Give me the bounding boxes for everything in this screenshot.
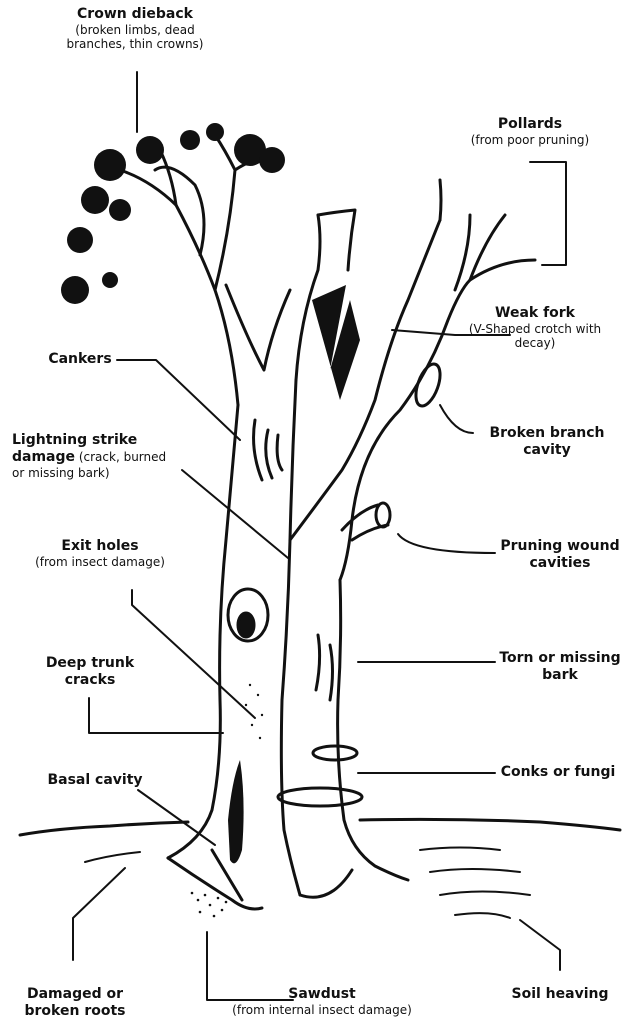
label-soil-heaving: Soil heaving [500,986,620,1003]
sawdust-title: Sawdust [212,986,432,1003]
label-crown-dieback: Crown dieback (broken limbs, dead branch… [30,6,240,52]
label-exit-holes: Exit holes (from insect damage) [20,538,180,569]
cankers-title: Cankers [40,351,120,368]
torn-bark-line1: Torn or missing [490,650,630,667]
damaged-roots-line2: broken roots [10,1003,140,1020]
crown-foliage [61,123,285,304]
exit-holes-sub1: (from insect damage) [20,555,180,569]
lightning-line2-rest: (crack, burned [75,450,166,464]
right-lower-trunk [338,580,408,880]
pollards-title: Pollards [455,116,605,133]
sawdust-dots [191,892,228,918]
basal-cavity-title: Basal cavity [30,772,160,789]
pollards-sub1: (from poor pruning) [455,133,605,147]
leader-lines [73,72,566,1000]
left-branch [176,205,320,405]
label-lightning-strike: Lightning strike damage (crack, burned o… [12,432,202,480]
torn-bark-line2: bark [490,667,630,684]
basal-cavity-dark [228,760,244,863]
broken-branch-line1: Broken branch [472,425,622,442]
lightning-crack [312,285,360,400]
soil-heaving-title: Soil heaving [500,986,620,1003]
weak-fork-sub1: (V-Shaped crotch with [440,322,630,336]
pollard-stubs [318,180,535,290]
torn-bark-mark [316,635,333,700]
roots [168,850,352,909]
soil-cracks [420,848,530,919]
label-damaged-roots: Damaged or broken roots [10,986,140,1020]
sawdust-sub1: (from internal insect damage) [212,1003,432,1017]
label-deep-trunk-cracks: Deep trunk cracks [30,655,150,689]
crown-dieback-sub2: branches, thin crowns) [30,37,240,51]
exit-holes-title: Exit holes [20,538,180,555]
label-basal-cavity: Basal cavity [30,772,160,789]
lightning-line1: Lightning strike [12,432,202,449]
label-torn-bark: Torn or missing bark [490,650,630,684]
canker-marks [254,420,282,480]
label-conks: Conks or fungi [488,764,628,781]
label-pollards: Pollards (from poor pruning) [455,116,605,147]
label-pruning-wound: Pruning wound cavities [490,538,630,572]
weak-fork-sub2: decay) [440,336,630,350]
conk-upper [313,746,357,760]
conks-title: Conks or fungi [488,764,628,781]
label-broken-branch-cavity: Broken branch cavity [472,425,622,459]
pruning-line2: cavities [490,555,630,572]
left-crotch [226,285,290,370]
conk-lower [278,788,362,806]
deep-trunk-line2: cracks [30,672,150,689]
label-sawdust: Sawdust (from internal insect damage) [212,986,432,1017]
broken-branch-line2: cavity [472,442,622,459]
lightning-line2-bold: damage [12,449,75,465]
deep-trunk-line1: Deep trunk [30,655,150,672]
pruning-stub-end [376,503,390,527]
damaged-root-crack [85,852,140,862]
label-cankers: Cankers [40,351,120,368]
crown-dieback-sub1: (broken limbs, dead [30,23,240,37]
trunk-cavity-inner [238,613,254,637]
weak-fork-title: Weak fork [440,305,630,322]
ground-line [20,819,620,835]
damaged-roots-line1: Damaged or [10,986,140,1003]
crown-dieback-title: Crown dieback [30,6,240,23]
broken-branch-cavity [411,361,445,409]
label-weak-fork: Weak fork (V-Shaped crotch with decay) [440,305,630,351]
pruning-line1: Pruning wound [490,538,630,555]
lightning-line3: or missing bark) [12,466,202,480]
lightning-line2: damage (crack, burned [12,449,202,466]
